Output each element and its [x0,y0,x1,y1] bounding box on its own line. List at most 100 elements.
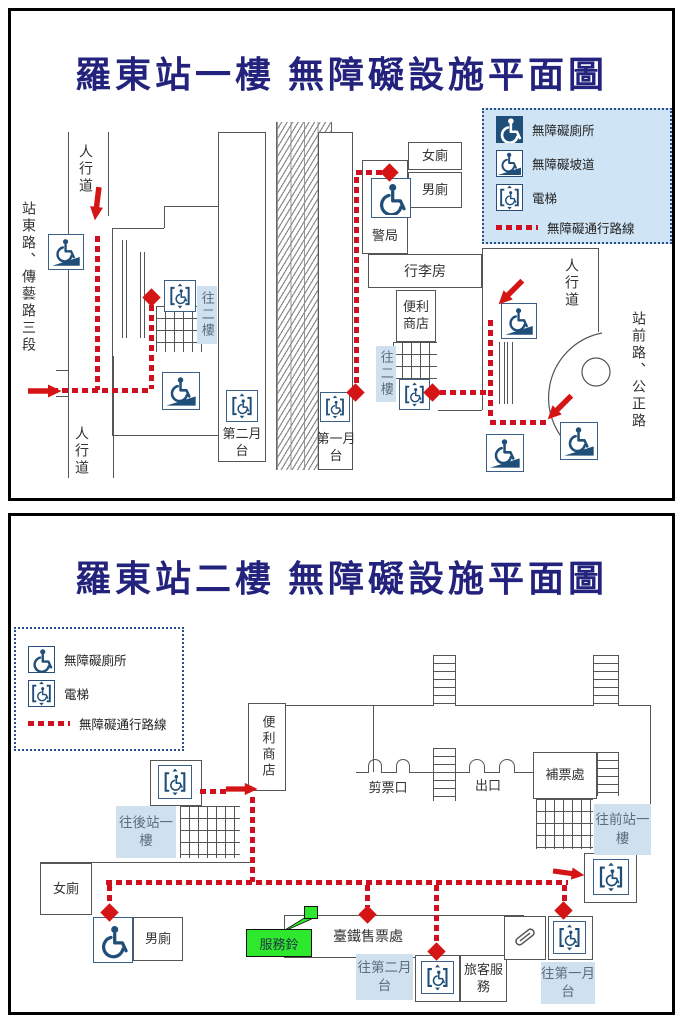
ticket-office-room: 臺鐵售票處 [284,915,524,958]
legend-item: 電梯 [496,183,658,211]
elevator-icon [320,392,350,422]
store-room: 便利商店 [396,290,436,342]
legend-label: 無障礙廁所 [532,123,595,138]
ticket-gate [368,759,382,773]
women-toilet-room: 女廁 [40,863,92,915]
direction-arrow [550,864,586,883]
accessible-route [95,236,100,390]
stairs [593,655,619,706]
legend-label: 電梯 [64,687,90,702]
ramp-icon [162,372,200,410]
to-rear-1f-label: 往後站一樓 [116,806,176,858]
platform2-label: 第二月台 [222,426,262,458]
to-platform2-label: 往第二月台 [356,954,413,1000]
legend-floor2: 無障礙廁所 電梯 無障礙通行路線 [14,627,184,751]
wall [40,862,253,863]
wall [619,705,650,706]
accessible-route [106,880,568,885]
gates-label: 剪票口 [368,779,408,795]
fare-adjust-room: 補票處 [533,752,597,799]
elevator-icon [226,390,258,422]
escalator-icon [509,921,541,953]
ramp-icon [48,234,84,270]
stairs [536,799,593,849]
wall [286,705,433,706]
legend-item: 無障礙坡道 [496,149,658,177]
ticket-gate [396,759,410,773]
accessible-route [356,170,384,175]
wall [382,772,396,773]
service-bell-marker [304,906,318,919]
accessible-toilet-icon [371,178,411,218]
to-front-1f-label: 往前站一樓 [594,804,651,855]
men-toilet-room: 男廁 [408,172,462,208]
accessible-route [149,305,154,389]
accessible-route [354,177,359,387]
sidewalk-label-top: 人行道 [78,143,94,195]
elevator-icon [421,961,454,994]
accessible-route [365,885,370,907]
sidewalk-label-right: 人行道 [564,257,580,309]
accessible-route [434,885,439,945]
street-label-east: 站前路、公正路 [631,310,647,430]
legend-floor1: 無障礙廁所 無障礙坡道 電梯 無障礙通行路線 [482,108,672,244]
to-2f-east-label: 往二樓 [376,346,396,402]
stairs [180,806,240,858]
accessible-route [200,789,230,794]
accessible-route [107,885,112,905]
legend-item: 無障礙廁所 [496,115,658,143]
store-room: 便利商店 [248,703,286,791]
ticket-gate [499,759,515,773]
legend-label: 無障礙通行路線 [547,221,635,236]
accessible-toilet-icon [496,115,523,143]
wall [108,132,109,216]
legend-label: 電梯 [532,191,558,206]
wall [482,248,598,249]
street-label-west: 站東路、傳藝路三段 [21,200,37,354]
ramp-walls [507,342,513,404]
legend-item: 無障礙通行路線 [28,714,170,733]
wall [164,206,165,228]
service-bell-label[interactable]: 服務鈴 [246,929,312,957]
accessible-route [52,388,152,393]
wall [515,772,533,773]
wall [456,705,593,706]
wall [56,396,68,397]
wall [112,435,222,436]
wall [482,248,483,410]
direction-arrow [490,271,532,313]
wall [68,132,69,478]
elevator-icon [496,183,523,211]
route-line-icon [496,224,538,230]
ramp-walls [499,342,505,404]
wall [112,228,113,435]
stairs [433,655,456,706]
legend-item: 無障礙廁所 [28,645,170,673]
platform1-label: 第一月台 [316,431,356,463]
wall [598,248,599,332]
wall [485,772,499,773]
route-line-icon [28,720,70,726]
ramp-icon [496,149,523,177]
accessible-route [250,797,255,882]
to-2f-west-label: 往二樓 [197,286,217,344]
wall [438,410,482,411]
legend-item: 無障礙通行路線 [496,218,658,237]
direction-arrow [87,179,107,226]
stairs [156,306,202,352]
legend-label: 無障礙通行路線 [79,717,167,732]
sidewalk-label-bottom: 人行道 [74,425,90,477]
direction-arrow [26,384,62,398]
accessible-route [562,885,567,905]
luggage-room: 行李房 [368,254,482,288]
accessible-route [488,320,493,420]
accessible-toilet-icon [28,645,55,673]
floor2-title: 羅東站二樓 無障礙設施平面圖 [74,559,608,599]
exit-label: 出口 [474,777,501,793]
accessible-route [440,390,490,395]
accessible-toilet-icon [93,917,133,963]
wall [410,772,433,773]
wall [373,706,374,772]
women-toilet-room: 女廁 [408,142,462,170]
elevator-icon [164,280,196,312]
